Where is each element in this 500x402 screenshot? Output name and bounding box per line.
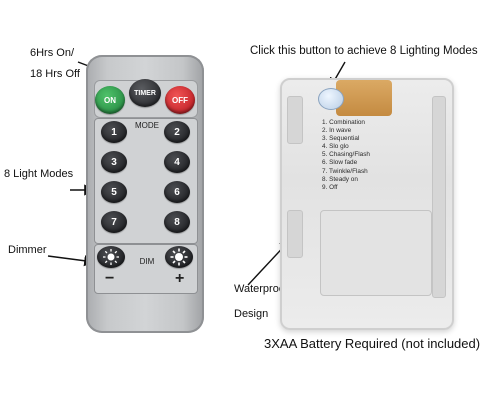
mode-button-6[interactable]: 6 [164,181,190,203]
mode-button-8[interactable]: 8 [164,211,190,233]
mode-item: 5. Chasing/Flash [322,151,370,159]
waterproof-callout-line1: Waterproof [234,283,289,295]
battery-compartment [320,210,432,296]
mode-button-3[interactable]: 3 [101,151,127,173]
mode-button-2[interactable]: 2 [164,121,190,143]
off-button[interactable]: OFF [165,86,195,114]
modes-list: 1. Combination 2. In wave 3. Sequential … [322,119,370,192]
timer-callout-line1: 6Hrs On/ [30,47,75,59]
mode-button-4[interactable]: 4 [164,151,190,173]
mode-label: MODE [135,121,159,130]
dim-label: DIM [139,257,155,266]
waterproof-callout-line2: Design [234,308,269,320]
timer-callout-line2: 18 Hrs Off [30,68,80,80]
circuit-board [336,80,392,116]
dimmer-callout: Dimmer [8,244,47,256]
minus-sign: − [105,270,115,287]
battery-clip-top [287,96,303,144]
mode-item: 8. Steady on [322,175,358,183]
plus-sign: + [175,270,185,287]
click-button-callout: Click this button to achieve 8 Lighting … [250,45,478,57]
battery-requirement-note: 3XAA Battery Required (not included) [264,336,481,351]
mode-item: 6. Slow fade [322,159,358,167]
mode-button-7[interactable]: 7 [101,211,127,233]
dim-down-button[interactable] [97,246,125,268]
mode-button-5[interactable]: 5 [101,181,127,203]
mode-item: 1. Combination [322,119,365,126]
mode-item: 3. Sequential [322,135,360,143]
mode-item: 9. Off [322,183,338,191]
sun-bright-icon [170,248,188,266]
sun-icon [103,249,119,265]
on-button[interactable]: ON [95,86,125,114]
battery-clip-bottom [287,210,303,258]
battery-ridge-right [432,96,446,298]
dim-up-button[interactable] [165,246,193,268]
mode-item: 4. Slo glo [322,143,349,151]
mode-item: 2. In wave [322,127,352,135]
light-modes-callout: 8 Light Modes [4,168,74,180]
mode-switch-button[interactable] [318,88,344,110]
mode-button-1[interactable]: 1 [101,121,127,143]
timer-button[interactable]: TIMER [129,79,161,107]
mode-item: 7. Twinkle/Flash [322,167,368,175]
